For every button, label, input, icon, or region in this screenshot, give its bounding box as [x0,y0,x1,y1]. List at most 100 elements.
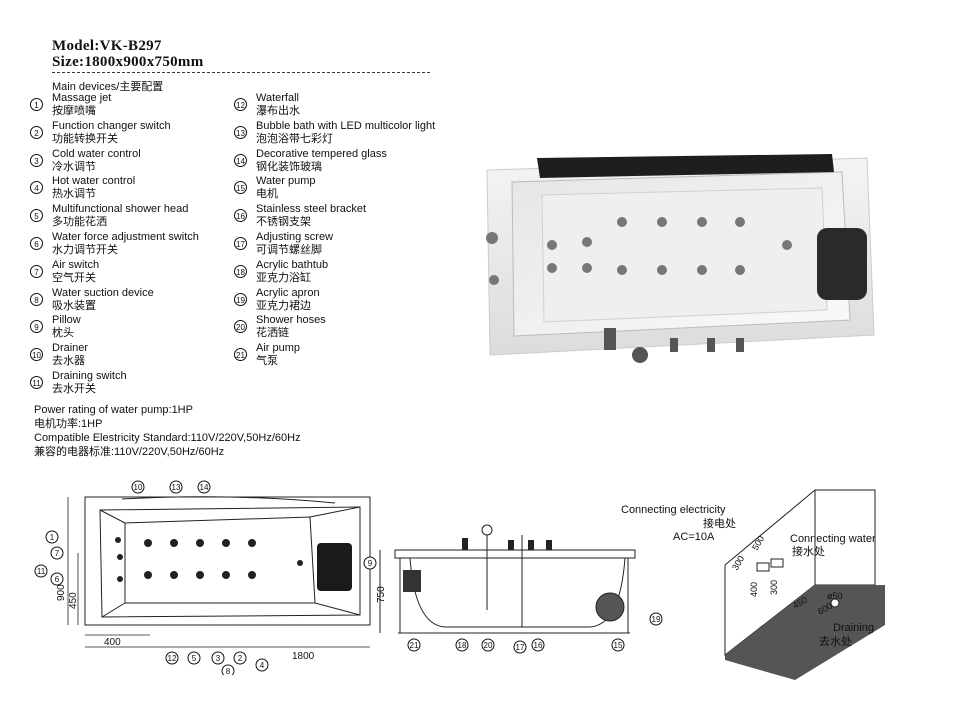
svg-text:1: 1 [50,533,55,542]
svg-text:2: 2 [238,654,243,663]
connecting-water-label: Connecting water [790,533,876,545]
item-label-en: Water suction device [52,286,154,299]
item-number: 2 [30,125,43,139]
item-number: 10 [30,348,43,362]
item-label-cn: 热水调节 [52,188,96,201]
dim-750: 750 [376,586,387,603]
header-divider [52,72,430,73]
item-label-cn: 亚克力裙边 [256,299,311,312]
item-label-cn: 去水开关 [52,383,96,395]
svg-text:13: 13 [172,483,181,492]
item-number: 9 [30,320,43,334]
svg-text:15: 15 [614,641,623,650]
item-label-cn: 水力调节开关 [52,244,118,256]
dim-400: 400 [749,582,759,597]
item-label-cn: 泡泡浴带七彩灯 [256,132,333,145]
ac-rating: AC=10A [673,531,715,543]
item-label-en: Function changer switch [52,119,171,132]
item-number: 11 [30,376,43,389]
item-label-cn: 不锈钢支架 [256,216,311,229]
svg-text:8: 8 [226,667,231,675]
connecting-electricity-label: Connecting electricity [621,504,726,516]
item-number: 3 [30,153,43,167]
electricity-standard-en: Compatible Elestricity Standard:110V/220… [34,432,301,444]
svg-text:4: 4 [260,661,265,670]
power-rating-cn: 电机功率:1HP [34,418,103,430]
item-number: 19 [234,292,247,306]
item-label-en: Water force adjustment switch [52,231,199,243]
item-label-en: Pillow [52,314,81,327]
item-label-en: Shower hoses [256,314,326,327]
main-devices-title: Main devices/主要配置 [52,81,164,93]
item-label-en: Decorative tempered glass [256,147,387,160]
item-label-en: Bubble bath with LED multicolor light [256,119,436,132]
item-number: 12 [234,98,247,111]
item-label-cn: 花洒链 [256,327,289,340]
svg-text:10: 10 [134,483,143,492]
dim-450: 450 [68,592,79,609]
item-number: 13 [234,125,247,139]
item-number: 21 [234,348,247,362]
size-heading: Size:1800x900x750mm [52,54,204,70]
draining-cn: 去水处 [819,635,852,648]
item-label-cn: 瀑布出水 [256,105,300,117]
item-number: 18 [234,264,247,278]
svg-text:21: 21 [410,641,419,650]
electricity-standard-cn: 兼容的电器标准:110V/220V,50Hz/60Hz [34,446,225,458]
item-label-cn: 枕头 [52,327,74,340]
item-label-cn: 功能转换开关 [52,132,118,145]
svg-text:9: 9 [368,559,373,568]
item-label-cn: 亚克力浴缸 [256,271,311,284]
item-number: 6 [30,237,43,250]
svg-text:18: 18 [458,641,467,650]
item-label-en: Cold water control [52,147,141,160]
dim-1800: 1800 [292,651,315,662]
svg-text:5: 5 [192,654,197,663]
item-label-cn: 空气开关 [52,271,96,284]
item-number: 14 [234,153,247,167]
item-label-en: Acrylic bathtub [256,258,329,271]
item-label-cn: 吸水装置 [52,299,96,312]
item-label-en: Adjusting screw [256,231,334,243]
svg-text:3: 3 [216,654,221,663]
svg-text:17: 17 [516,643,525,652]
dim-300b: 300 [769,580,779,595]
dim-300a: 300 [730,554,746,572]
item-label-en: Waterfall [256,92,299,104]
svg-text:20: 20 [484,641,493,650]
item-number: 17 [234,237,247,250]
item-number: 16 [234,209,247,223]
svg-text:12: 12 [168,654,177,663]
svg-text:16: 16 [534,641,543,650]
item-label-cn: 冷水调节 [52,160,96,173]
item-label-en: Acrylic apron [256,286,320,299]
item-label-cn: 可调节螺丝脚 [256,244,322,256]
dim-400: 400 [104,637,121,648]
item-label-en: Drainer [52,342,89,355]
item-label-cn: 气泵 [256,355,278,368]
dim-900: 900 [56,584,67,601]
item-label-en: Massage jet [52,92,112,104]
item-number: 7 [30,264,43,278]
item-label-en: Multifunctional shower head [52,203,189,216]
item-label-cn: 电机 [256,188,278,201]
item-label-en: Air switch [52,258,100,271]
connecting-water-cn: 接水处 [792,545,825,558]
svg-text:14: 14 [200,483,209,492]
item-label-cn: 钢化装饰玻璃 [256,160,322,173]
